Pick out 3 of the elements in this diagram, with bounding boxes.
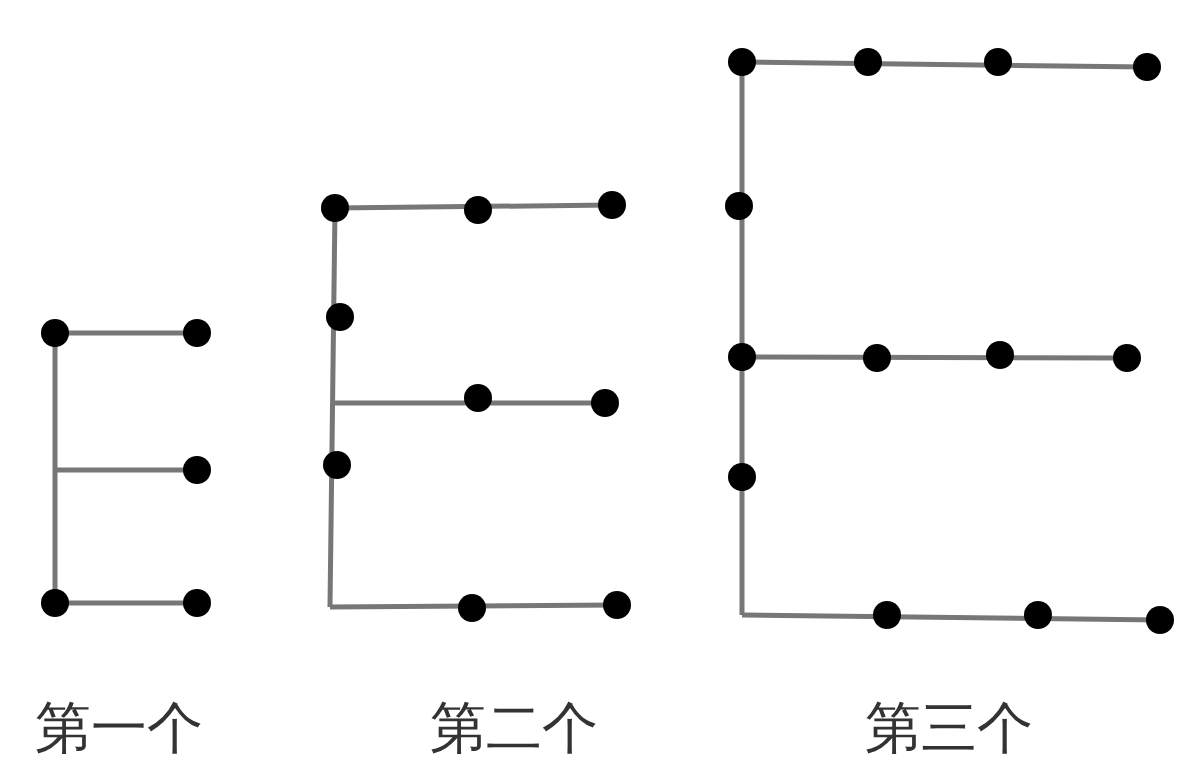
figure-caption: 第二个 — [430, 700, 598, 756]
figure-caption: 第三个 — [865, 700, 1033, 756]
figure-caption: 第一个 — [35, 700, 203, 756]
